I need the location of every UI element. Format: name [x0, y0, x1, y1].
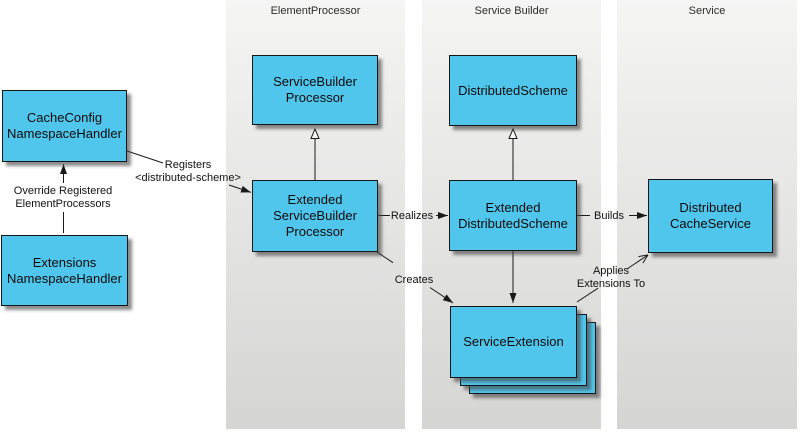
node-serviceextension: ServiceExtension — [450, 306, 577, 378]
node-label-line: Processor — [285, 224, 345, 239]
node-label-line: Processor — [285, 90, 345, 105]
node-cacheconfig-namespacehandler: CacheConfig NamespaceHandler — [2, 90, 127, 162]
edge-label-applies-extensions-to: Applies Extensions To — [576, 265, 646, 290]
node-servicebuilder-processor: ServiceBuilder Processor — [252, 55, 378, 125]
node-label-line: Extended — [287, 192, 343, 207]
node-label-line: NamespaceHandler — [7, 126, 122, 141]
node-distributed-cacheservice: Distributed CacheService — [648, 179, 773, 253]
node-label-line: DistributedScheme — [458, 215, 568, 231]
node-extended-distributedscheme: Extended DistributedScheme — [449, 180, 577, 251]
node-label-line: ServiceExtension — [463, 334, 564, 349]
node-label-line: CacheService — [670, 216, 751, 231]
column-title-service-builder: Service Builder — [474, 5, 549, 17]
node-label-line: NamespaceHandler — [7, 270, 122, 286]
node-extended-servicebuilder-processor: Extended ServiceBuilder Processor — [252, 180, 378, 252]
edge-label-override: Override Registered ElementProcessors — [13, 185, 113, 210]
node-label-line: Distributed — [679, 200, 742, 215]
edge-label-realizes: Realizes — [390, 210, 434, 222]
node-label-line: DistributedScheme — [458, 82, 568, 98]
node-label-line: CacheConfig — [26, 110, 103, 125]
node-label-line: ServiceBuilder — [273, 74, 357, 89]
node-distributedscheme: DistributedScheme — [449, 55, 577, 126]
edge-label-builds: Builds — [594, 210, 624, 222]
node-label-line: ServiceBuilder — [273, 208, 357, 223]
edge-label-creates: Creates — [394, 274, 434, 286]
node-label-line: Extended — [485, 199, 541, 215]
edge-label-registers: Registers <distributed-scheme> — [135, 159, 241, 184]
column-title-service: Service — [688, 5, 726, 17]
column-title-element-processor: ElementProcessor — [270, 5, 361, 17]
node-label-line: Extensions — [32, 254, 97, 270]
node-extensions-namespacehandler: Extensions NamespaceHandler — [1, 235, 128, 306]
